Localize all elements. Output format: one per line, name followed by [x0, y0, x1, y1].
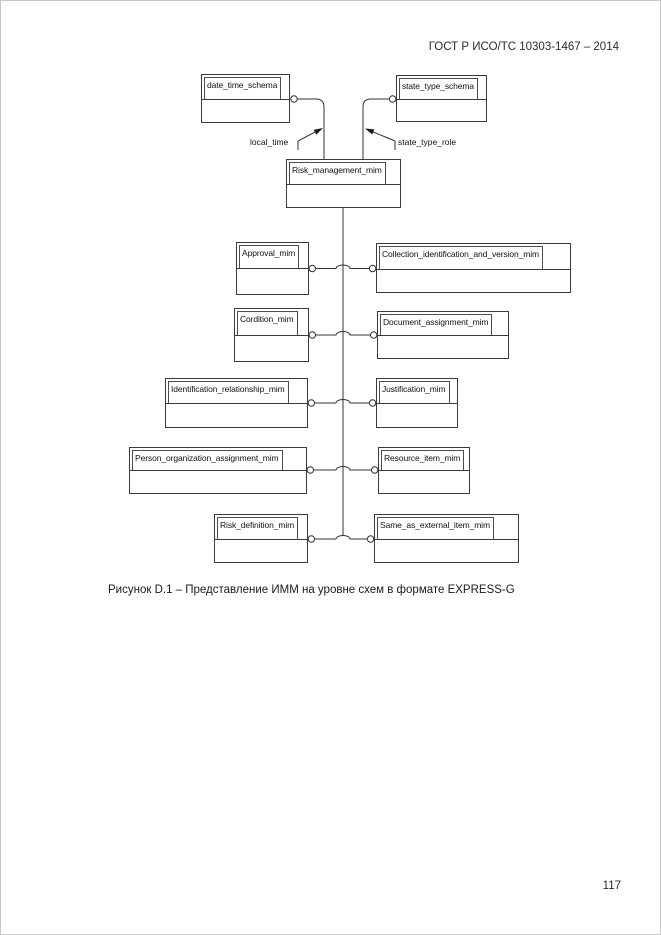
- schema-reference-circle: [290, 95, 298, 103]
- schema-box-risk-management-mim: Risk_management_mim: [286, 159, 401, 208]
- schema-title-band: date_time_schema: [202, 75, 289, 100]
- schema-box-justification-mim: Justification_mim: [376, 378, 458, 428]
- schema-reference-circle: [307, 399, 315, 407]
- schema-title-band: Risk_definition_mim: [215, 515, 307, 540]
- arrowhead-icon: [313, 128, 323, 135]
- schema-title-band: Risk_management_mim: [287, 160, 400, 185]
- page-header: ГОСТ Р ИСО/ТС 10303-1467 – 2014: [428, 41, 619, 53]
- connector-line: [297, 98, 325, 160]
- schema-name-label: Collection_identification_and_version_mi…: [379, 246, 544, 269]
- schema-reference-circle: [306, 466, 314, 474]
- schema-box-resource-item-mim: Resource_item_mim: [378, 447, 470, 494]
- relation-leader-line: [297, 131, 316, 150]
- relation-label-local-time: local_time: [250, 137, 289, 147]
- schema-name-label: Same_as_external_item_mim: [377, 517, 494, 539]
- connector-line: [315, 331, 371, 336]
- schema-title-band: Identification_relationship_mim: [166, 379, 307, 404]
- schema-box-approval-mim: Approval_mim: [236, 242, 309, 295]
- schema-name-label: date_time_schema: [204, 77, 282, 99]
- figure-caption: Рисунок D.1 – Представление ИММ на уровн…: [108, 584, 515, 596]
- schema-reference-circle: [368, 399, 377, 407]
- connector-line: [314, 399, 370, 404]
- relation-leader-line: [373, 131, 396, 150]
- schema-box-cordition-mim: Cordition_mim: [234, 308, 309, 362]
- schema-box-collection-identification-and-version-mim: Collection_identification_and_version_mi…: [376, 243, 571, 293]
- schema-box-document-assignment-mim: Document_assignment_mim: [377, 311, 509, 359]
- schema-name-label: Identification_relationship_mim: [168, 381, 289, 403]
- connector-line: [313, 466, 372, 471]
- schema-name-label: Document_assignment_mim: [380, 314, 493, 335]
- schema-reference-circle: [368, 264, 377, 273]
- schema-name-label: Risk_management_mim: [289, 162, 386, 184]
- connector-line: [362, 98, 390, 160]
- schema-title-band: Document_assignment_mim: [378, 312, 508, 336]
- schema-name-label: state_type_schema: [399, 78, 479, 99]
- schema-reference-circle: [370, 331, 378, 339]
- schema-box-identification-relationship-mim: Identification_relationship_mim: [165, 378, 308, 428]
- schema-name-label: Cordition_mim: [237, 311, 298, 335]
- schema-title-band: Cordition_mim: [235, 309, 308, 336]
- relation-label-state-type-role: state_type_role: [398, 137, 457, 147]
- schema-box-date-time-schema: date_time_schema: [201, 74, 290, 123]
- schema-name-label: Approval_mim: [239, 245, 300, 268]
- schema-box-same-as-external-item-mim: Same_as_external_item_mim: [374, 514, 519, 563]
- schema-box-risk-definition-mim: Risk_definition_mim: [214, 514, 308, 563]
- schema-name-label: Justification_mim: [379, 381, 450, 403]
- schema-box-state-type-schema: state_type_schema: [396, 75, 487, 122]
- schema-title-band: Approval_mim: [237, 243, 308, 269]
- schema-title-band: Person_organization_assignment_mim: [130, 448, 306, 471]
- schema-box-person-organization-assignment-mim: Person_organization_assignment_mim: [129, 447, 307, 494]
- connector-line: [315, 264, 370, 269]
- schema-reference-circle: [308, 331, 316, 339]
- schema-name-label: Resource_item_mim: [381, 450, 465, 470]
- schema-reference-circle: [388, 95, 397, 103]
- schema-name-label: Risk_definition_mim: [217, 517, 299, 539]
- connector-line: [314, 535, 368, 540]
- schema-title-band: Collection_identification_and_version_mi…: [377, 244, 570, 270]
- schema-title-band: Justification_mim: [377, 379, 457, 404]
- schema-title-band: Resource_item_mim: [379, 448, 469, 471]
- schema-title-band: Same_as_external_item_mim: [375, 515, 518, 540]
- schema-reference-circle: [308, 264, 316, 273]
- arrowhead-icon: [365, 128, 375, 135]
- schema-name-label: Person_organization_assignment_mim: [132, 450, 283, 470]
- schema-title-band: state_type_schema: [397, 76, 486, 100]
- page-number: 117: [602, 880, 621, 892]
- schema-reference-circle: [371, 466, 379, 474]
- schema-reference-circle: [307, 535, 315, 543]
- schema-reference-circle: [366, 535, 375, 543]
